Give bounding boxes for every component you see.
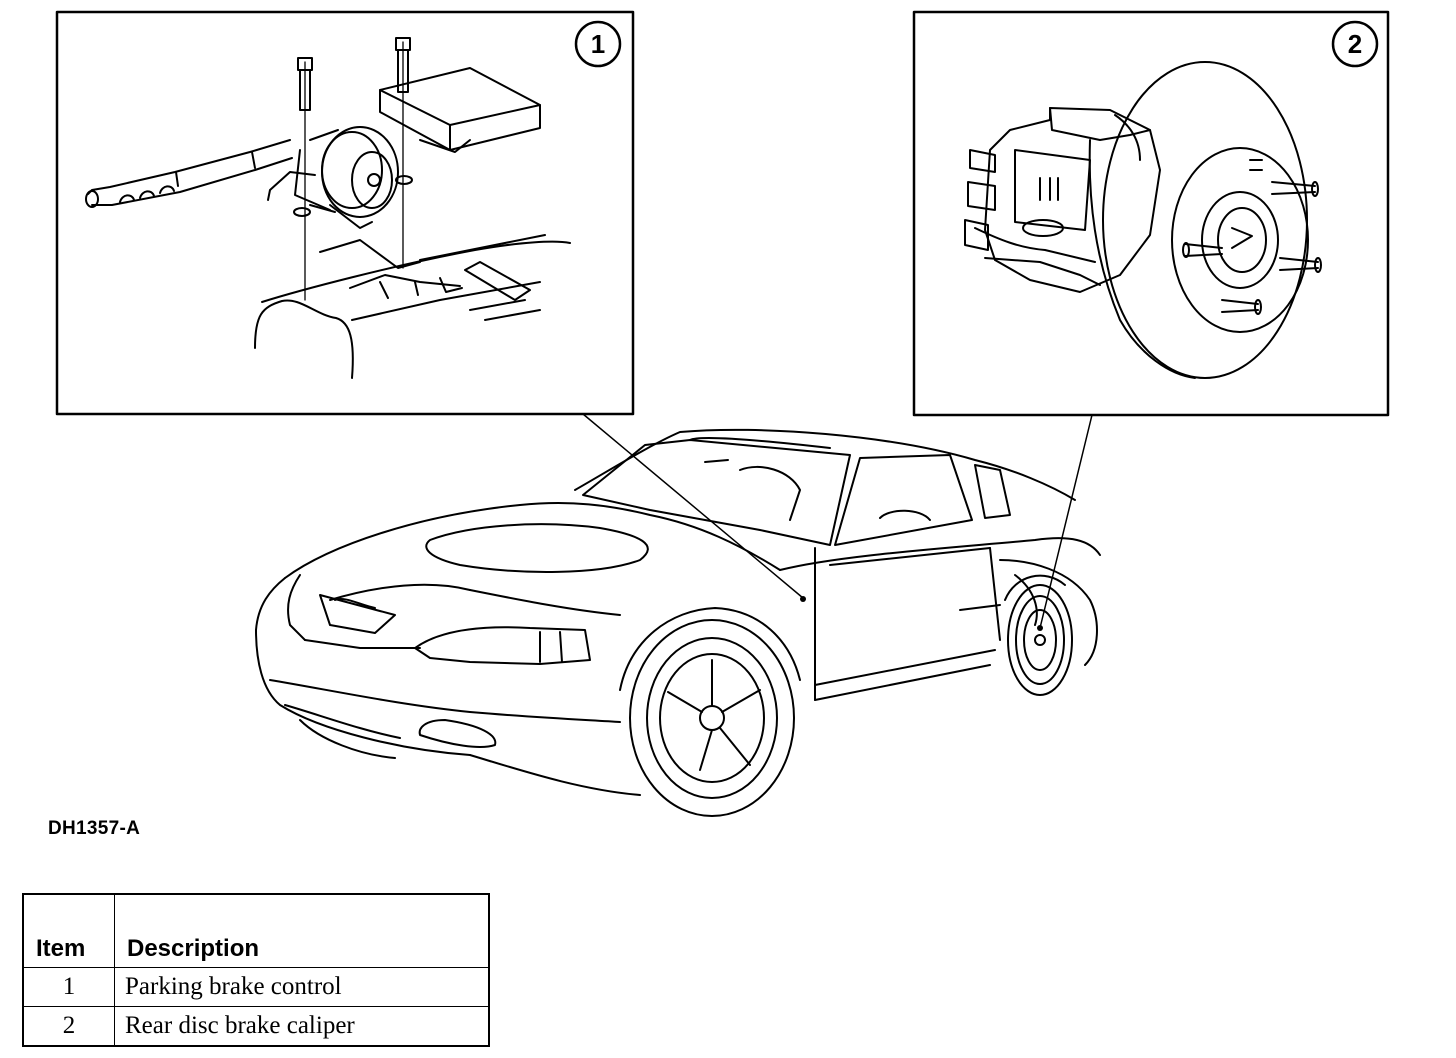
inset-parking-brake-control [55, 10, 635, 416]
callout-number-2: 2 [1348, 29, 1362, 59]
legend-row-description: Rear disc brake caliper [114, 1006, 490, 1047]
legend-row-description: Parking brake control [114, 967, 490, 1007]
inset-rear-disc-brake-caliper [912, 10, 1390, 417]
leader-line-1 [582, 413, 804, 599]
figure-code: DH1357-A [48, 818, 141, 839]
callout-circle-2 [1331, 20, 1379, 68]
legend-row-item: 2 [22, 1006, 115, 1047]
legend-row: 1 Parking brake control [22, 967, 490, 1007]
callout-circle-1 [574, 20, 622, 68]
legend-row-item: 1 [22, 967, 115, 1007]
legend-row: 2 Rear disc brake caliper [22, 1006, 490, 1047]
callout-number-1: 1 [591, 29, 605, 59]
legend-header-description: Description [114, 893, 490, 968]
vehicle-illustration [255, 428, 1101, 817]
legend-table: Item Description 1 Parking brake control… [22, 893, 490, 1047]
legend-header-item: Item [22, 893, 115, 968]
leader-line-2 [1039, 414, 1093, 629]
legend-header-row: Item Description [22, 893, 490, 968]
